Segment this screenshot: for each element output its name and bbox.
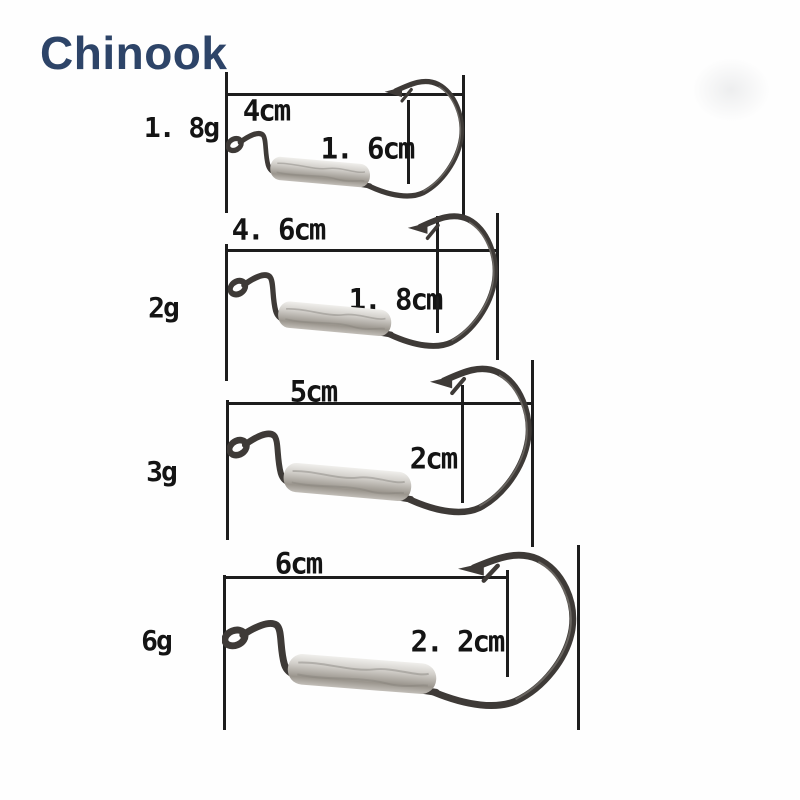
length-right-tick <box>496 213 499 360</box>
length-left-tick <box>225 244 228 381</box>
gap-line <box>461 385 464 503</box>
gap-line <box>436 216 439 333</box>
brand-logo-text: Chinook <box>40 27 228 79</box>
length-label: 4cm <box>242 93 291 128</box>
fishing-hook-image <box>226 76 466 204</box>
length-label: 6cm <box>274 546 323 581</box>
length-left-tick <box>223 575 226 730</box>
weight-label: 3g <box>146 455 178 488</box>
length-line <box>226 402 532 405</box>
gap-line <box>407 100 410 184</box>
gap-label: 1. 8cm <box>348 282 444 317</box>
length-line <box>225 93 463 96</box>
gap-label: 2. 2cm <box>410 624 506 659</box>
weight-label: 2g <box>148 291 180 324</box>
length-line <box>223 576 508 579</box>
fishing-hook-image <box>227 362 534 522</box>
gap-line <box>506 570 509 677</box>
length-right-tick <box>462 75 465 217</box>
weight-label: 6g <box>141 624 173 657</box>
fishing-hook-image <box>228 210 500 355</box>
watermark-smudge <box>692 58 770 122</box>
weight-label: 1. 8g <box>143 111 220 144</box>
length-line <box>225 249 497 252</box>
fishing-hook-image <box>222 548 579 716</box>
length-label: 4. 6cm <box>231 212 327 247</box>
gap-label: 1. 6cm <box>320 131 416 166</box>
length-label: 5cm <box>289 374 338 409</box>
length-right-tick <box>577 545 580 730</box>
gap-label: 2cm <box>409 441 458 476</box>
length-left-tick <box>226 400 229 540</box>
length-right-tick <box>531 360 534 547</box>
